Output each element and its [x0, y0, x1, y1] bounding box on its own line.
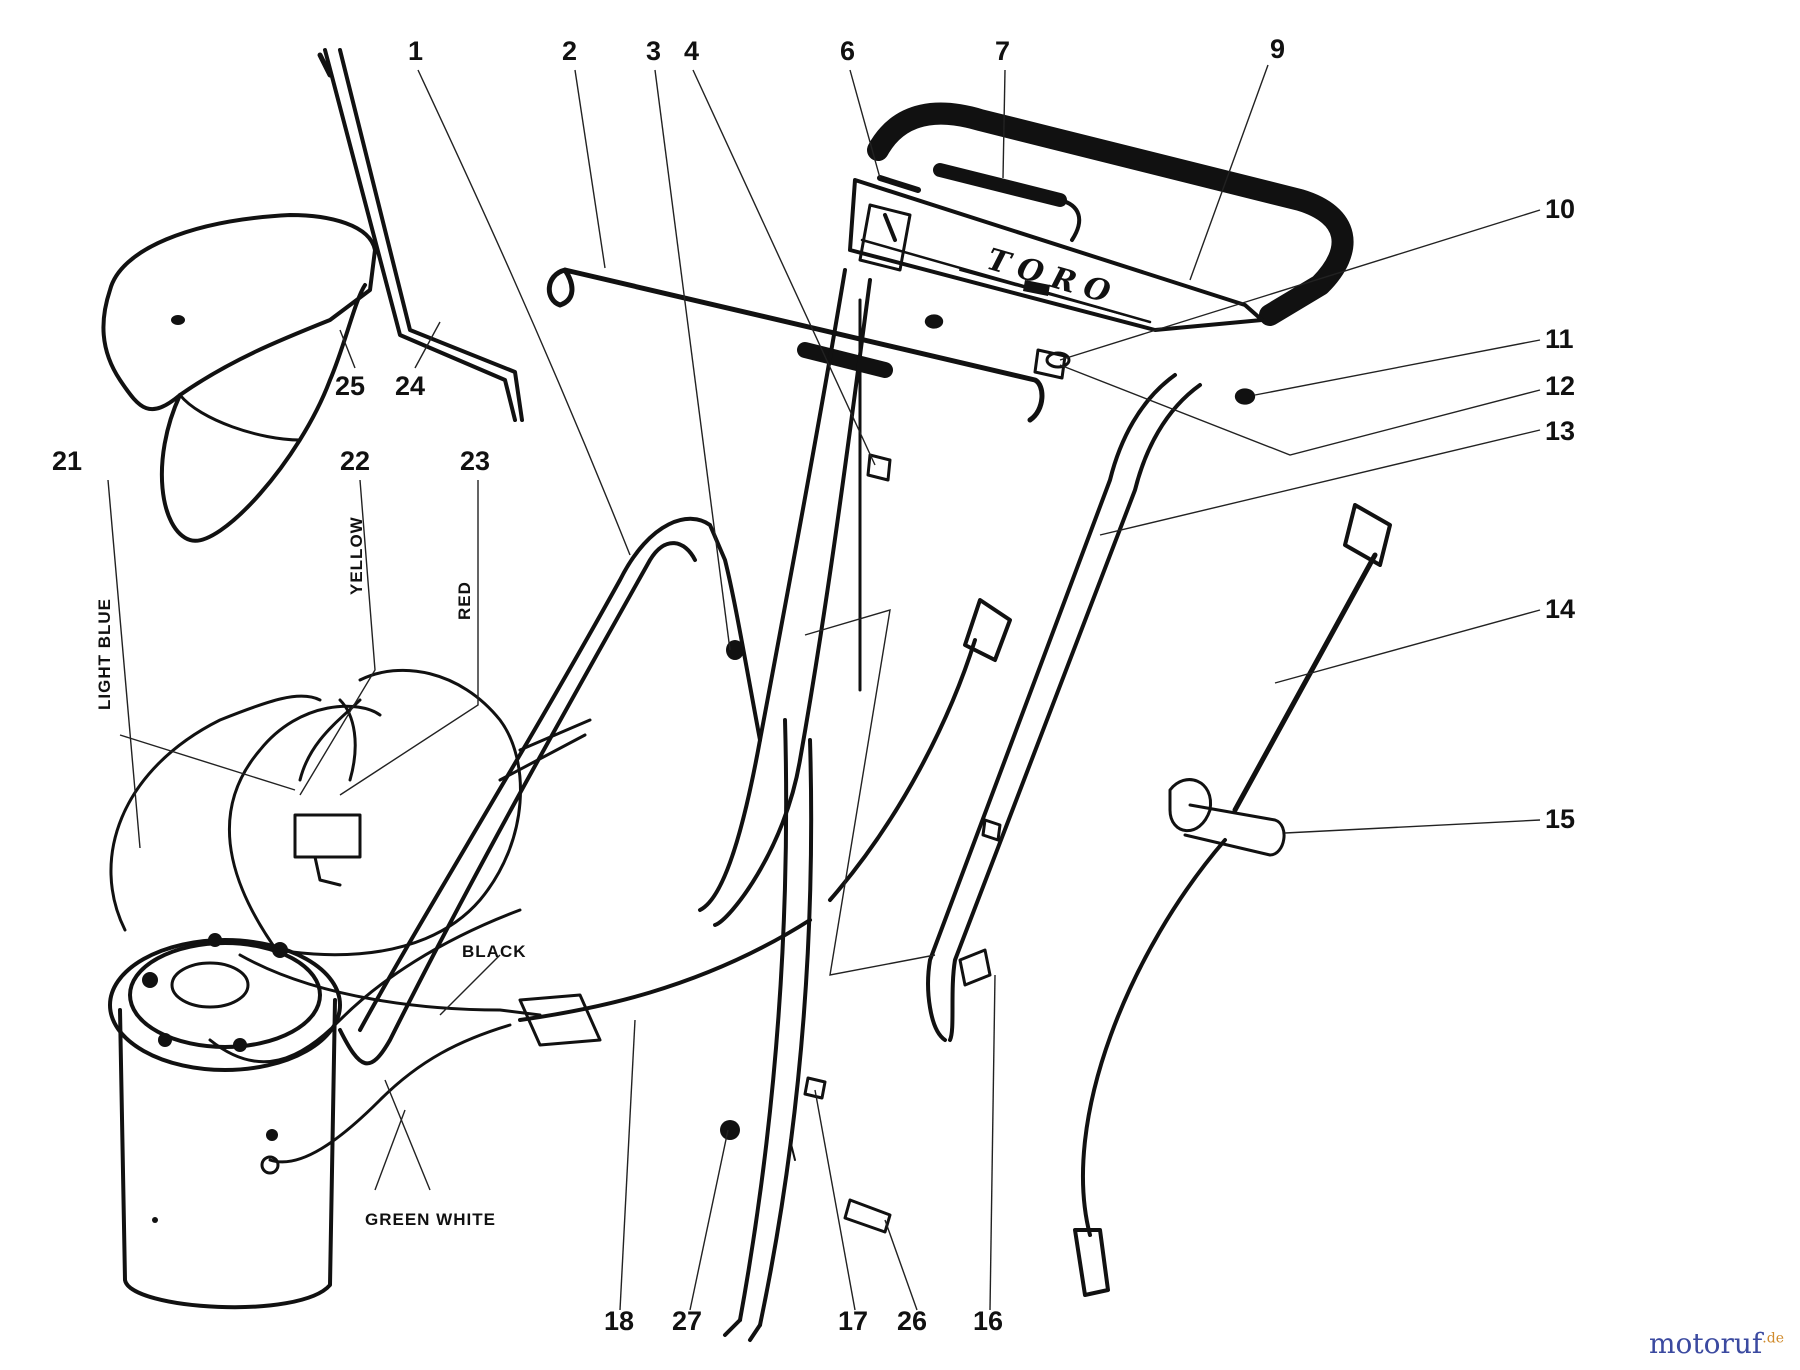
part-label-24: 24: [395, 371, 425, 401]
part-label-15: 15: [1545, 804, 1575, 834]
part-label-1: 1: [408, 36, 423, 66]
wire-label-green-white: GREEN WHITE: [365, 1210, 496, 1229]
part-label-11: 11: [1545, 324, 1574, 354]
part-label-18: 18: [604, 1306, 634, 1336]
wire-color-labels: YELLOW RED LIGHT BLUE BLACK GREEN WHITE: [95, 516, 527, 1229]
part-label-2: 2: [562, 36, 577, 66]
chute-crank: [317, 48, 524, 422]
part-label-12: 12: [1545, 371, 1575, 401]
extension-cord: [1073, 503, 1392, 1297]
leader-lines: [107, 64, 1541, 1311]
part-label-6: 6: [840, 36, 855, 66]
control-rod: [546, 267, 1045, 423]
watermark-main: motoruf: [1648, 1327, 1763, 1360]
part-label-3: 3: [646, 36, 661, 66]
wire-label-light-blue: LIGHT BLUE: [95, 598, 114, 710]
part-label-14: 14: [1545, 594, 1575, 624]
part-label-25: 25: [335, 371, 365, 401]
discharge-chute: [101, 213, 377, 543]
electric-motor: [108, 933, 342, 1310]
part-label-27: 27: [672, 1306, 702, 1336]
part-label-16: 16: [973, 1306, 1003, 1336]
wire-label-yellow: YELLOW: [347, 516, 366, 595]
part-label-9: 9: [1270, 34, 1285, 64]
wire-label-red: RED: [455, 581, 474, 620]
upper-handle-assembly: TORO: [848, 102, 1354, 405]
part-labels: 1 2 3 4 6 7 9 10 11 12 13 14 15 16 17 18…: [52, 34, 1575, 1336]
lower-handle: [720, 718, 814, 1342]
part-label-23: 23: [460, 446, 490, 476]
right-handle: [926, 373, 1202, 1042]
lower-left-frame: [338, 516, 762, 1066]
wire-label-black: BLACK: [462, 942, 527, 961]
part-label-13: 13: [1545, 416, 1575, 446]
part-label-4: 4: [684, 36, 699, 66]
small-hardware: [789, 453, 1002, 1234]
watermark: motoruf.de: [1649, 1327, 1784, 1360]
part-label-7: 7: [995, 36, 1010, 66]
part-label-21: 21: [52, 446, 82, 476]
watermark-tld: .de: [1762, 1330, 1784, 1347]
part-label-17: 17: [838, 1306, 868, 1336]
part-label-22: 22: [340, 446, 370, 476]
left-upper-handle: [698, 268, 872, 927]
short-cord: [828, 598, 1012, 902]
part-label-10: 10: [1545, 194, 1575, 224]
wiring-harness: [109, 668, 812, 1175]
part-label-26: 26: [897, 1306, 927, 1336]
